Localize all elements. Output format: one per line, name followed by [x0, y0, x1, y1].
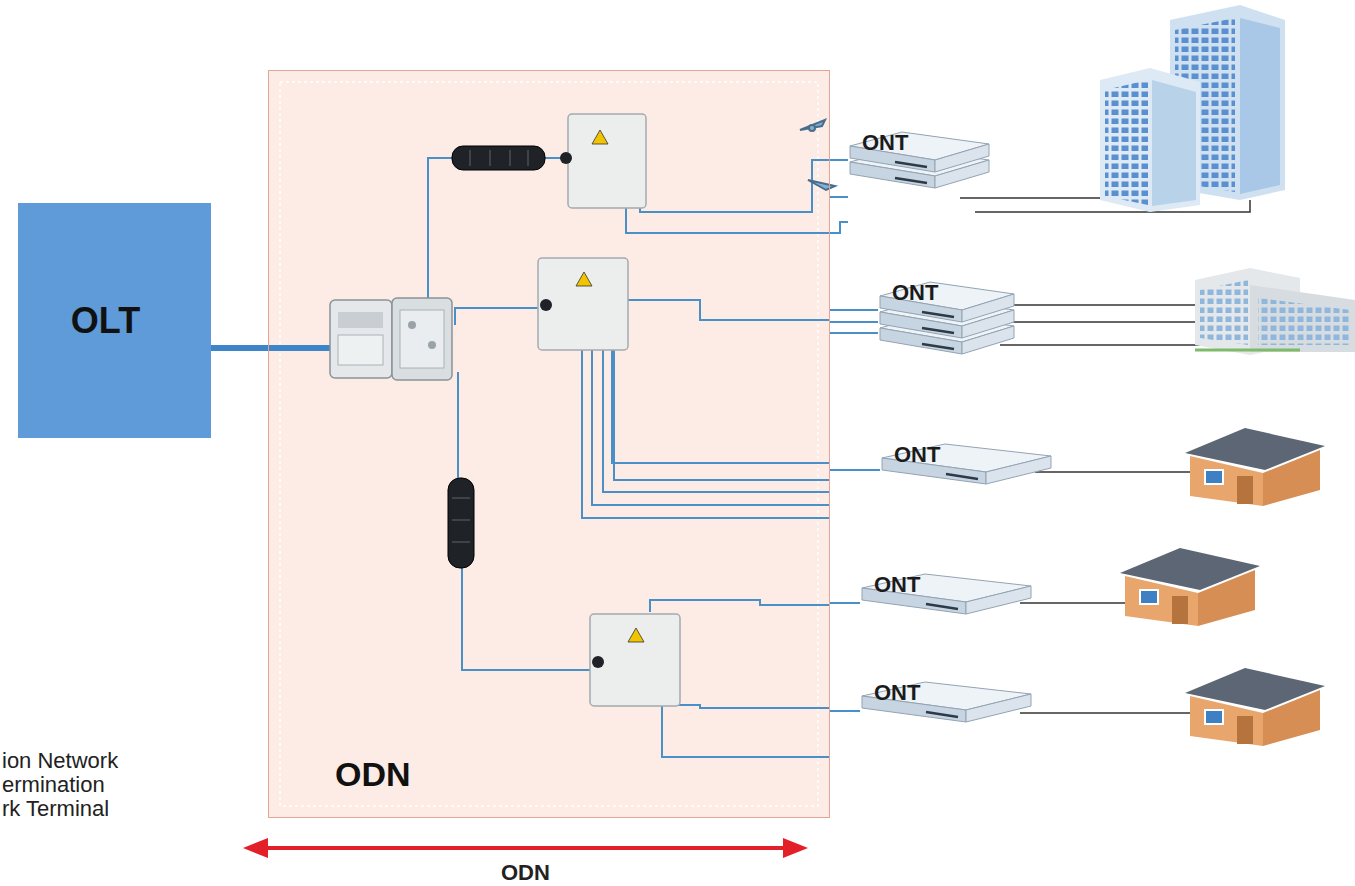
olt-box: OLT — [18, 203, 211, 438]
distribution-box — [538, 114, 680, 706]
legend-fragment: rk Terminal — [2, 796, 109, 822]
ont-label: ONT — [874, 572, 920, 598]
drop-lines — [830, 160, 878, 333]
span-arrow — [243, 838, 808, 858]
ont-device: ONT — [878, 278, 1018, 370]
ont-label: ONT — [874, 680, 920, 706]
feeder-fiber — [211, 345, 268, 351]
drop-fiber — [830, 710, 860, 712]
span-label: ODN — [501, 860, 550, 886]
ont-device: ONT — [880, 440, 1055, 502]
odn-region: ODN — [268, 70, 830, 818]
legend-fragment: ion Network — [2, 748, 118, 774]
drop-fiber — [830, 196, 848, 198]
splice-closure — [448, 146, 545, 568]
ont-device: ONT — [848, 128, 993, 228]
drop-fiber — [830, 602, 860, 604]
legend-fragment: ermination — [2, 772, 105, 798]
olt-label: OLT — [71, 300, 140, 342]
ont-device: ONT — [860, 678, 1035, 740]
ont-label: ONT — [894, 442, 940, 468]
odn-region-fill — [268, 70, 830, 818]
ont-device: ONT — [860, 570, 1035, 632]
ont-label: ONT — [892, 280, 938, 306]
office-tower — [1100, 5, 1285, 212]
odn-inner-dash — [280, 82, 818, 806]
odn-label: ODN — [335, 755, 411, 794]
house — [1120, 428, 1325, 746]
fiber-lines — [268, 158, 830, 757]
drop-fiber — [830, 321, 878, 323]
office-building — [1195, 268, 1355, 355]
splitter-enclosure — [330, 298, 452, 380]
ont-label: ONT — [862, 130, 908, 156]
drop-fiber — [830, 469, 880, 471]
